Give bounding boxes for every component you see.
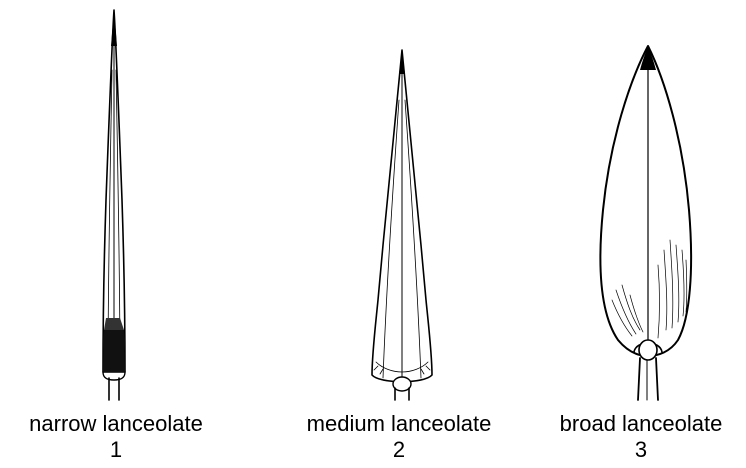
leaf-label: narrow lanceolate [0,411,232,437]
narrow-lanceolate-leaf [103,10,125,400]
medium-lanceolate-leaf [372,50,432,400]
leaf-number: 3 [536,437,746,463]
leaf-caption-1: narrow lanceolate 1 [0,411,232,463]
leaf-caption-2: medium lanceolate 2 [285,411,513,463]
leaf-label: broad lanceolate [536,411,746,437]
leaf-caption-3: broad lanceolate 3 [536,411,746,463]
leaf-number: 1 [0,437,232,463]
broad-lanceolate-leaf [600,46,691,400]
leaf-label: medium lanceolate [285,411,513,437]
leaf-number: 2 [285,437,513,463]
